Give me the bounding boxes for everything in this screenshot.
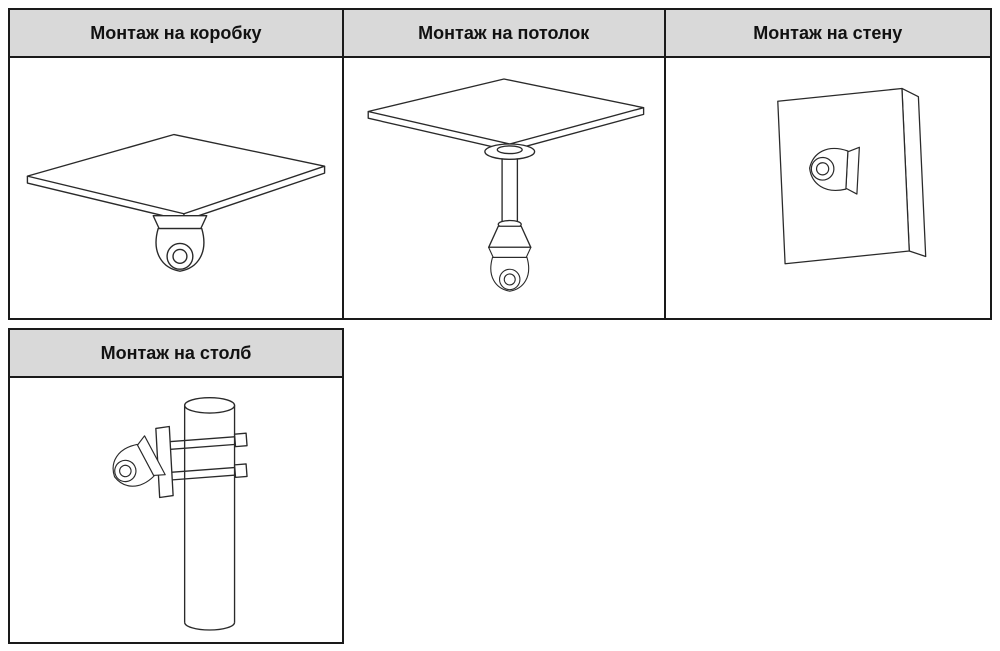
header-row: Монтаж на столб: [8, 328, 344, 378]
mounting-straps: [167, 432, 248, 481]
ceiling-panel: [367, 78, 644, 152]
mount-table-top: Монтаж на коробку Монтаж на потолок Монт…: [8, 8, 993, 320]
header-ceiling-mount: Монтаж на потолок: [341, 8, 666, 58]
pendant-pipe: [483, 143, 535, 248]
illustration-row: [8, 56, 993, 320]
wall-mount-cell: [663, 56, 993, 320]
wall-mount-illustration: [776, 87, 927, 265]
box-mount-illustration: [26, 133, 326, 272]
pole-mount-cell: [8, 376, 344, 644]
header-box-mount: Монтаж на коробку: [8, 8, 344, 58]
mount-table-bottom: Монтаж на столб: [8, 328, 344, 644]
header-wall-mount: Монтаж на стену: [663, 8, 993, 58]
dome-camera-icon: [487, 246, 532, 292]
box-mount-cell: [8, 56, 344, 320]
header-row: Монтаж на коробку Монтаж на потолок Монт…: [8, 8, 993, 58]
header-pole-mount: Монтаж на столб: [8, 328, 344, 378]
ceiling-mount-cell: [341, 56, 666, 320]
pole: [183, 397, 236, 631]
illustration-row: [8, 376, 344, 644]
ceiling-mount-illustration: [367, 78, 644, 292]
dome-camera-icon: [152, 215, 208, 272]
junction-box-panel: [26, 133, 326, 222]
pole-mount-illustration: [103, 397, 248, 631]
dome-camera-icon: [103, 435, 166, 497]
